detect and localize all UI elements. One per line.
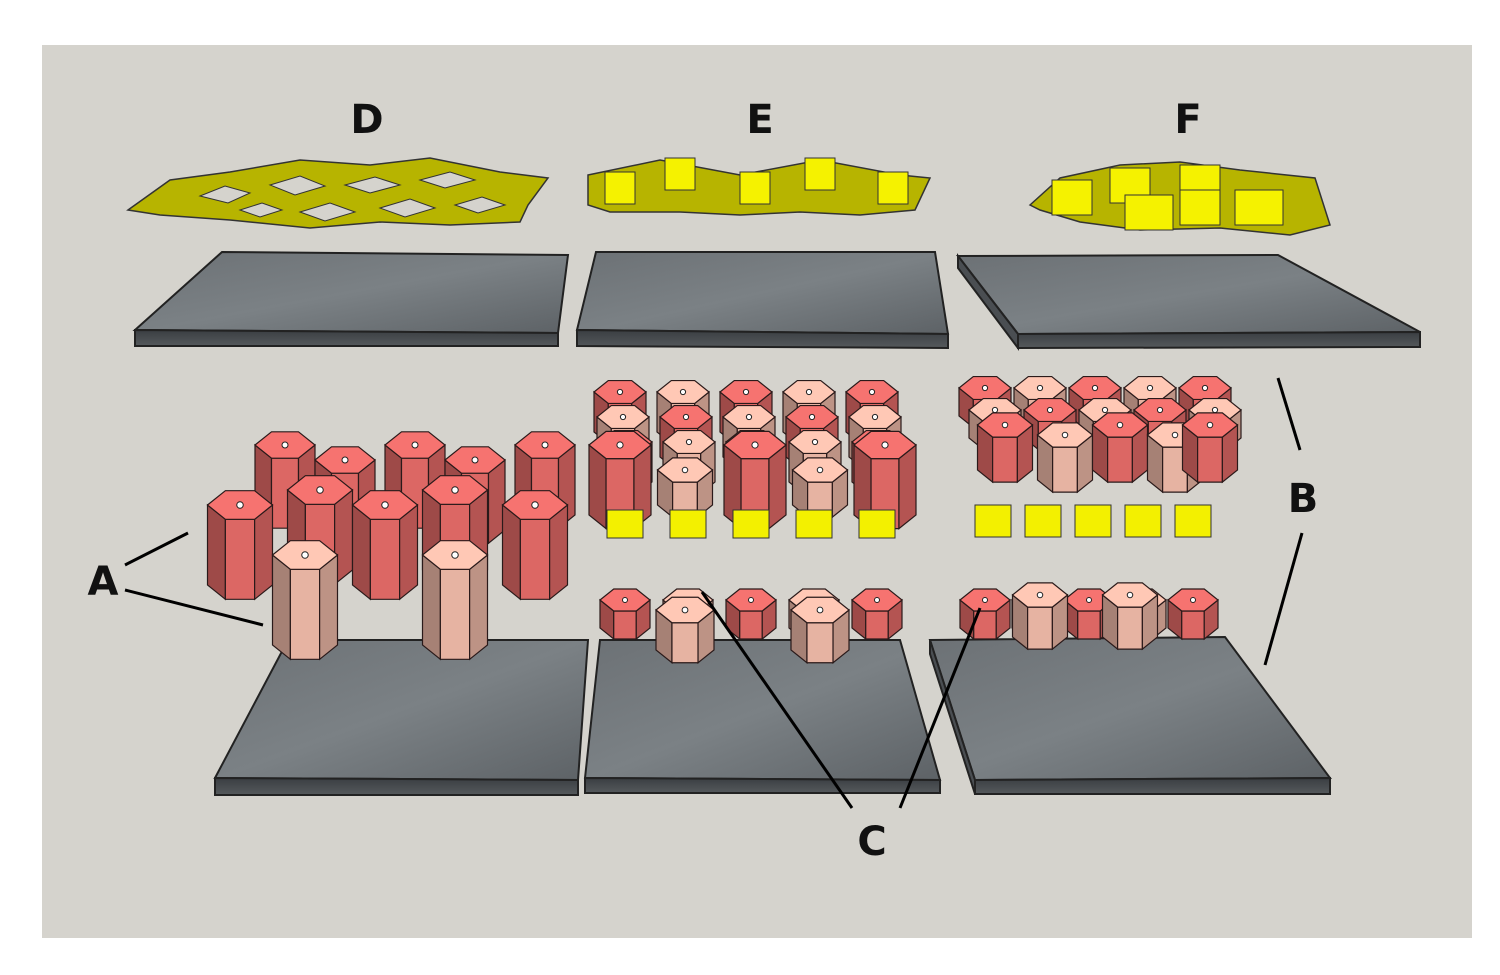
slab-bottom-e (583, 639, 942, 794)
leader-c-right (898, 607, 982, 809)
sheet-e-unit-1 (669, 509, 707, 539)
pillar-e-low-2 (725, 588, 777, 641)
sheet-e-unit-4 (858, 509, 896, 539)
sheet-e (587, 157, 932, 216)
sheet-f-unit-3 (1124, 504, 1162, 538)
label-c: C (857, 819, 886, 865)
leader-a-upper (124, 531, 189, 567)
pillar-f-front-0 (1011, 582, 1069, 651)
pillar-d-mid-2 (351, 490, 419, 601)
pillar-array-f (958, 375, 1242, 651)
leader-a-lower (124, 588, 264, 627)
sheet-f-unit-0 (974, 504, 1012, 538)
pillar-d-front-0 (271, 540, 339, 661)
sheet-f-unit-2 (1074, 504, 1112, 538)
pillar-array-d (206, 431, 576, 661)
slab-top-e (575, 251, 950, 350)
leader-b-upper (1276, 377, 1302, 451)
pillar-f-upper-0 (976, 412, 1034, 484)
pillar-e-low-4 (851, 588, 903, 641)
pillar-f-front-1 (1101, 582, 1159, 651)
sheet-f-unit-1 (1024, 504, 1062, 538)
slab-top-d (132, 250, 570, 347)
label-b: B (1288, 476, 1319, 522)
pillar-f-upper-1 (1036, 422, 1094, 494)
pillar-e-low-0 (599, 588, 651, 641)
slab-bottom-f (928, 635, 1332, 795)
pillar-f-low-4 (1167, 588, 1219, 641)
pillar-e-front-1 (790, 596, 850, 665)
pillar-e-big-1 (723, 430, 787, 530)
label-d: D (350, 97, 383, 143)
sheet-d (126, 157, 550, 229)
pillar-e-mid-1 (791, 457, 849, 519)
label-a: A (88, 559, 119, 605)
sheet-f (1028, 161, 1331, 236)
sheet-f-unit-4 (1174, 504, 1212, 538)
pillar-d-mid-0 (206, 490, 274, 601)
pillar-array-e (588, 379, 917, 665)
label-f: F (1174, 97, 1201, 143)
slab-top-f (955, 253, 1421, 351)
leader-b-lower (1263, 532, 1304, 666)
sheet-e-unit-3 (795, 509, 833, 539)
pillar-e-front-0 (655, 596, 715, 665)
pillar-f-upper-4 (1181, 412, 1239, 484)
label-e: E (746, 97, 773, 143)
sheet-e-unit-0 (606, 509, 644, 539)
pillar-e-big-2 (853, 430, 917, 530)
leader-c-left (700, 591, 854, 809)
sheet-e-unit-2 (732, 509, 770, 539)
pillar-e-mid-0 (656, 457, 714, 519)
pillar-f-upper-2 (1091, 412, 1149, 484)
slab-bottom-d (213, 639, 590, 796)
pillar-d-front-1 (421, 540, 489, 661)
pillar-f-low-0 (959, 588, 1011, 641)
pillar-d-mid-4 (501, 490, 569, 601)
